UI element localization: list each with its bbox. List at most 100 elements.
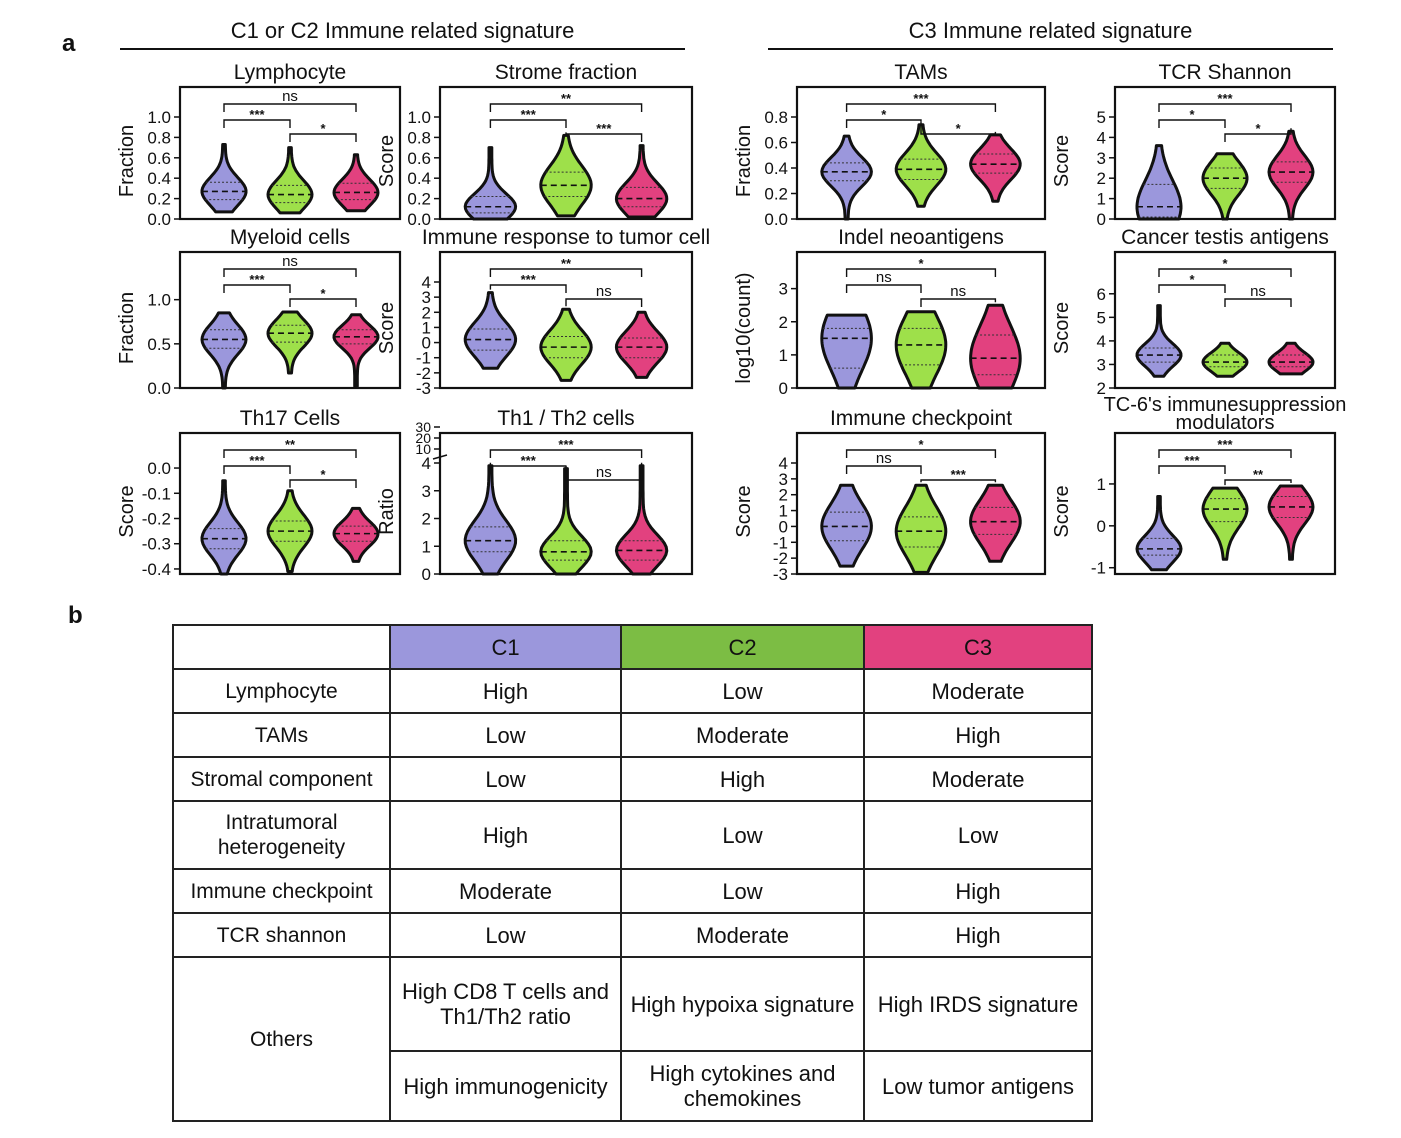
significance-bracket [565,298,643,307]
y-tick-label: 3 [779,280,788,299]
cell-c2: High [620,756,865,802]
y-tick-label: -1 [773,533,788,552]
y-tick-label: 0.2 [764,185,788,204]
violin-c1 [200,311,248,390]
significance-bracket [489,119,567,128]
y-tick-label: 4 [1097,332,1106,351]
y-tick-label: -3 [773,565,788,584]
violin-c2 [266,146,314,215]
violin-c1 [463,464,518,576]
row-label: Stromal component [172,756,391,802]
significance-label: * [1222,256,1228,271]
violin-c2 [894,483,948,574]
y-tick-label: 0.0 [147,459,171,478]
y-tick-label: 1.0 [147,291,171,310]
y-tick-label: 0.0 [147,210,171,229]
cell-c3: High [863,912,1093,958]
violin-c2 [1201,152,1249,221]
y-tick-label: 3 [422,482,431,501]
y-tick-label: -0.2 [142,510,171,529]
row-label: Lymphocyte [172,668,391,714]
plot-frame [1113,431,1337,576]
significance-label: *** [521,453,537,468]
table-header-c1: C1 [389,624,622,670]
cell-c1: Moderate [389,868,622,914]
cell-c1: Low [389,712,622,758]
y-tick-label: 0.8 [147,128,171,147]
cell-c2: High hypoixa signature [620,956,865,1052]
violin-c3 [614,310,669,379]
plot-frame [178,250,402,390]
y-tick-label: 1 [1097,190,1106,209]
row-label: TCR shannon [172,912,391,958]
significance-bracket [223,449,357,458]
significance-label: ns [596,464,612,481]
chart-title: Th17 Cells [240,407,340,430]
violin-c2 [539,133,593,218]
significance-label: ** [561,256,572,271]
y-tick-label: 0.4 [407,169,431,188]
y-tick-label: 0.8 [764,108,788,127]
y-tick-label: 2 [1097,169,1106,188]
plot-frame [438,85,694,221]
y-tick-label: 5 [1097,308,1106,327]
significance-bracket [920,298,997,307]
cell-c2: High cytokines and chemokines [620,1050,865,1122]
violin-c1 [200,143,248,214]
significance-label: * [320,286,326,301]
significance-bracket [289,479,357,488]
significance-label: * [1255,121,1261,136]
significance-bracket [289,133,357,142]
violin-panel: Immune response to tumor cell-3-2-101234… [376,226,710,398]
y-axis-label: Score [116,485,138,537]
y-tick-label: 1 [779,346,788,365]
cell-c2: Low [620,668,865,714]
y-tick-label: 4 [779,454,788,473]
chart-title: Strome fraction [495,61,637,84]
plot-frame [795,85,1047,221]
significance-label: * [320,121,326,136]
cell-c2: Moderate [620,712,865,758]
y-tick-label: 0 [422,565,431,584]
significance-label: *** [521,107,537,122]
significance-bracket [565,132,643,142]
significance-bracket [565,462,643,481]
significance-label: * [918,437,924,452]
y-tick-label: -0.1 [142,484,171,503]
violin-c3 [1267,341,1315,376]
significance-label: ** [1253,467,1264,482]
panel-a-label: a [62,30,76,57]
axis-break [432,454,448,460]
violin-c1 [463,291,518,370]
table-row: Immune checkpoint Moderate Low High [172,868,1093,914]
y-axis-label: Fraction [733,125,755,197]
y-axis-label: Score [376,302,398,354]
significance-label: ns [596,283,612,300]
y-axis-label: Score [376,135,398,187]
y-tick-label: 0.2 [407,190,431,209]
table-header-blank [172,624,391,670]
y-tick-label: 1.0 [147,108,171,127]
chart-title: Immune checkpoint [830,407,1012,430]
plot-frame [178,85,402,221]
cell-c3: High [863,712,1093,758]
significance-label: ns [282,88,298,105]
y-tick-label: 3 [422,288,431,307]
y-tick-label: 0.4 [764,159,788,178]
y-tick-label: 0.6 [147,149,171,168]
table-row: Lymphocyte High Low Moderate [172,668,1093,714]
violin-c1 [200,479,248,576]
chart-title: modulators [1176,412,1275,434]
cell-c1: High CD8 T cells and Th1/Th2 ratio [389,956,622,1052]
significance-label: *** [249,107,265,122]
significance-label: ns [876,269,892,286]
y-tick-label: 2 [779,313,788,332]
y-tick-label: 2 [1097,379,1106,398]
y-tick-label: 4 [1097,128,1106,147]
significance-label: ns [950,283,966,300]
y-tick-label: 0.0 [147,379,171,398]
significance-label: *** [951,467,967,482]
significance-bracket [845,103,997,112]
